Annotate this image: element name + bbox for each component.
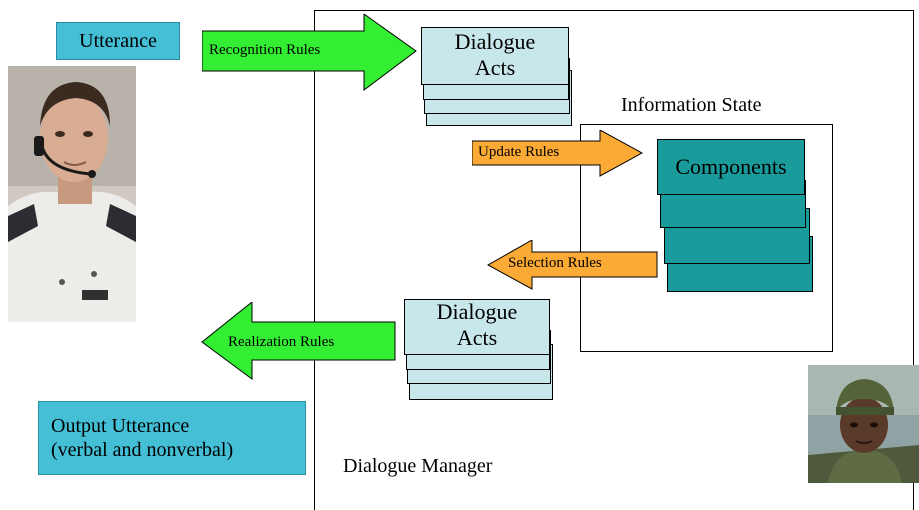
realization-rules-label: Realization Rules: [228, 334, 335, 350]
components-title: Components: [675, 154, 787, 179]
agent-photo: [808, 365, 919, 483]
dialogue-acts-top-title: Dialogue Acts: [421, 29, 569, 81]
information-state-label: Information State: [621, 94, 762, 116]
components-card-1: [657, 139, 805, 195]
user-photo: [8, 66, 136, 322]
arrow-left-icon: [201, 300, 396, 380]
dialogue-acts-bottom-line1: Dialogue: [436, 299, 518, 324]
dialogue-acts-bottom-title: Dialogue Acts: [404, 299, 550, 351]
recognition-rules-arrow: Recognition Rules: [201, 13, 418, 92]
dialogue-acts-top-line1: Dialogue: [454, 29, 536, 54]
dialogue-acts-bottom-line2: Acts: [456, 325, 498, 350]
arrow-left-icon: [486, 239, 658, 290]
dialogue-acts-top-card-1: [421, 27, 569, 85]
selection-rules-arrow: Selection Rules: [486, 239, 658, 290]
update-rules-label: Update Rules: [478, 144, 560, 160]
arrow-right-icon: [201, 13, 417, 91]
selection-rules-label: Selection Rules: [508, 255, 602, 271]
dialogue-acts-bottom-card-1: [404, 299, 550, 355]
dialogue-acts-top-line2: Acts: [474, 55, 516, 80]
realization-rules-arrow: Realization Rules: [200, 300, 396, 380]
output-utterance-box: Output Utterance (verbal and nonverbal): [38, 401, 306, 475]
dialogue-manager-frame: [314, 10, 914, 510]
dialogue-manager-label: Dialogue Manager: [343, 455, 493, 477]
output-utterance-line2: (verbal and nonverbal): [51, 439, 234, 461]
update-rules-arrow: Update Rules: [471, 129, 644, 178]
arrow-right-icon: [471, 129, 644, 177]
utterance-box: Utterance: [56, 22, 180, 60]
recognition-rules-label: Recognition Rules: [209, 42, 321, 58]
output-utterance-line1: Output Utterance: [51, 415, 190, 437]
